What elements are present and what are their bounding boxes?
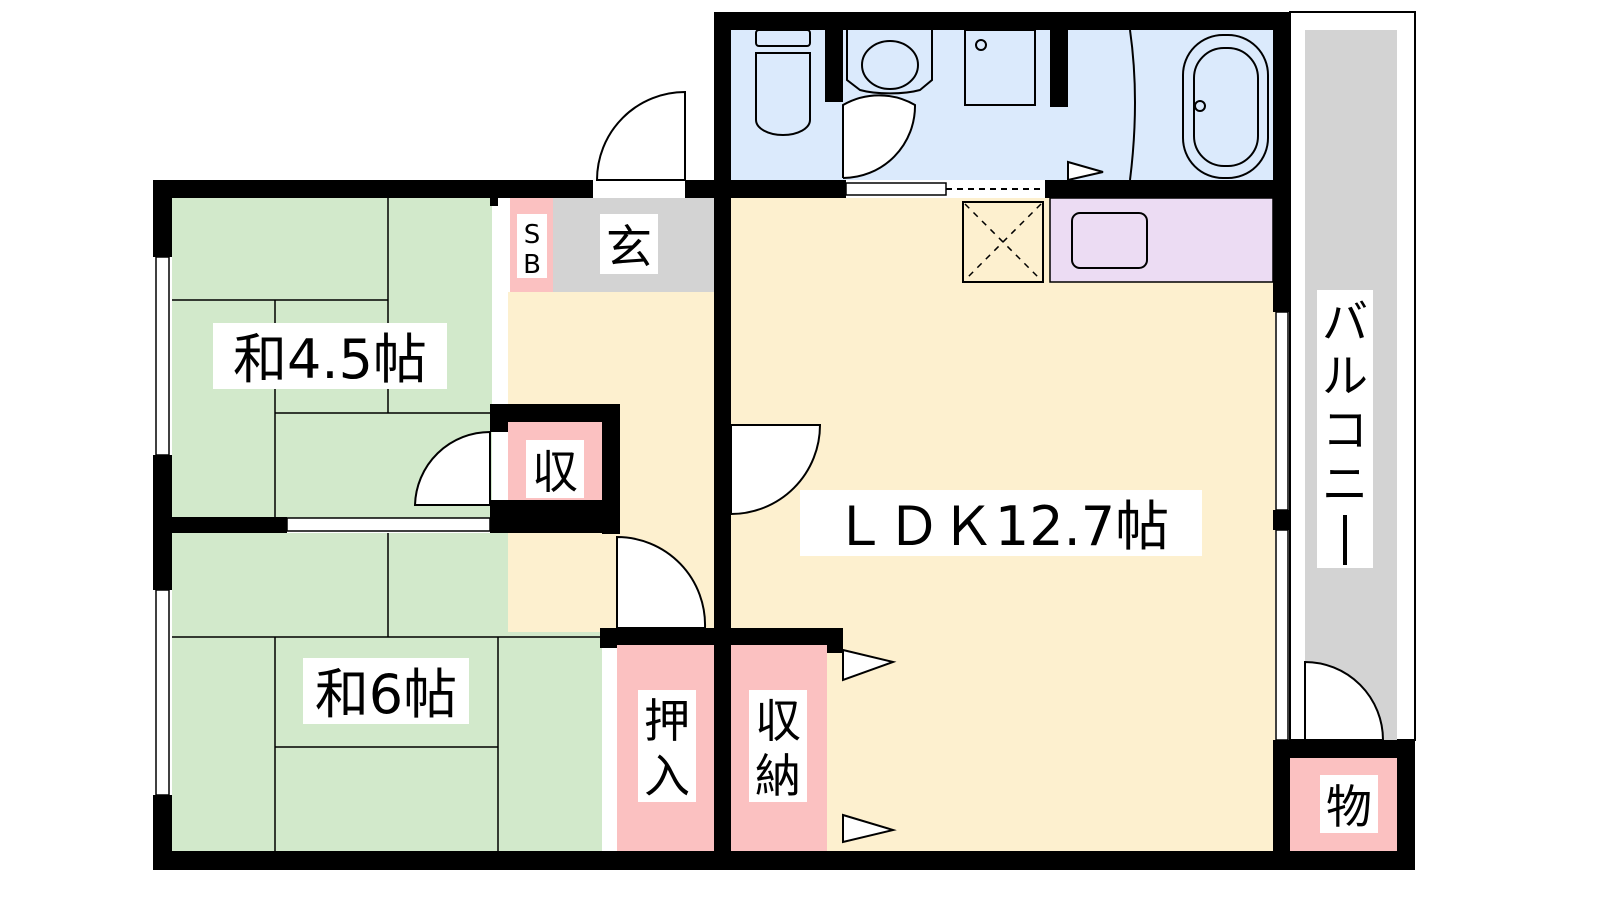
walls — [153, 12, 1415, 870]
room-label-oshiire-1: 押 — [644, 694, 690, 748]
windows — [155, 182, 1289, 796]
balcony-char: ル — [1322, 349, 1368, 403]
kitchen-sink-icon — [1071, 212, 1148, 269]
label-bg — [600, 214, 658, 274]
label-bg — [638, 690, 696, 802]
room-label-shuno-1: 収 — [755, 694, 801, 748]
entrance-door[interactable] — [595, 90, 686, 181]
room-label-balcony: バ ル コ ニ — [1322, 295, 1368, 565]
label-bg — [800, 490, 1202, 556]
room-label-oshiire-2: 入 — [644, 749, 690, 803]
shoe-box-label-b: B — [523, 250, 541, 280]
room-label-outdoor-storage: 物 — [1326, 780, 1372, 834]
ldk-door[interactable] — [730, 424, 822, 516]
label-bg — [303, 658, 469, 724]
label-bg — [526, 440, 584, 498]
kitchen-counter — [1049, 197, 1274, 283]
bathtub-icon — [1129, 29, 1269, 181]
doors[interactable] — [413, 90, 1385, 844]
balcony-char: ニ — [1322, 457, 1368, 511]
room-label-shuno-2: 納 — [755, 749, 801, 803]
washroom-door[interactable] — [842, 94, 917, 179]
balcony-char: バ — [1322, 295, 1368, 349]
room-label-storage: 収 — [532, 445, 578, 499]
shoe-box-label-s: S — [524, 220, 541, 250]
bath-door[interactable] — [1067, 160, 1104, 182]
closet-doors[interactable] — [842, 648, 897, 844]
room-label-washitsu-4-5: 和4.5帖 — [233, 328, 427, 391]
label-bg — [213, 323, 447, 389]
label-bg — [749, 690, 807, 802]
balcony-char-long-vowel — [1343, 515, 1347, 565]
room-label-entrance: 玄 — [606, 220, 652, 274]
washitsu-6-door[interactable] — [616, 535, 707, 629]
balcony-char: コ — [1322, 403, 1368, 457]
storage-outdoor-door[interactable] — [1304, 660, 1385, 741]
storage-door[interactable] — [413, 430, 491, 506]
label-bg — [1320, 775, 1378, 833]
label-bg — [517, 214, 547, 278]
refrigerator-space — [962, 201, 1044, 283]
room-label-ldk: ＬＤＫ12.7帖 — [833, 495, 1169, 558]
room-label-washitsu-6: 和6帖 — [315, 663, 457, 726]
